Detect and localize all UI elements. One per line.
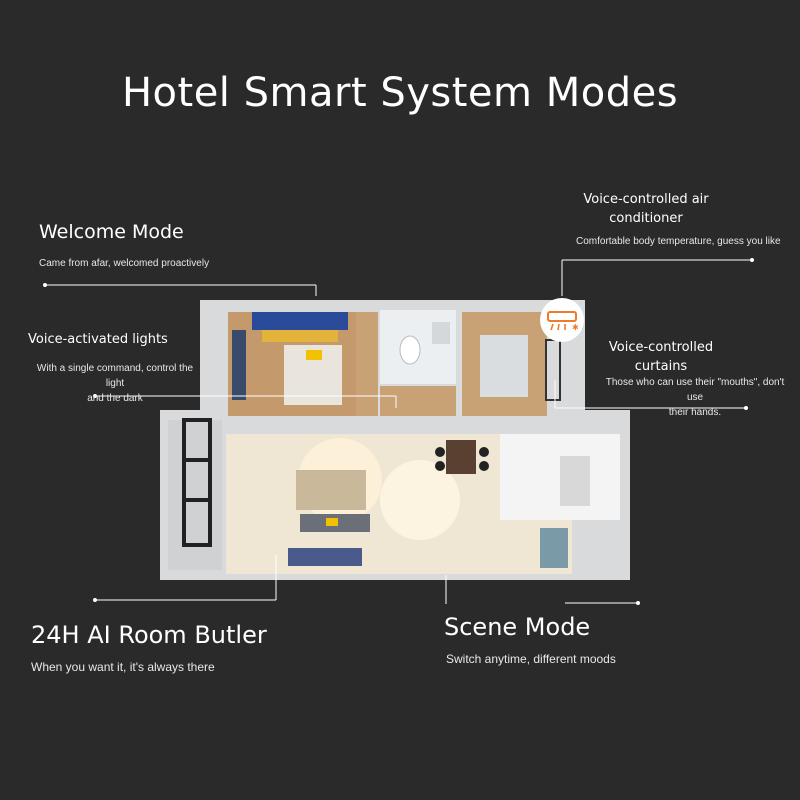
kitchen-window	[540, 528, 568, 568]
leader-lines	[43, 258, 754, 605]
floor-rug	[288, 548, 362, 566]
bedroom-left-artwork	[252, 312, 348, 330]
curtains-desc: Those who can use their "mouths", don't …	[600, 375, 790, 420]
voice-lights-desc-line2: and the dark	[87, 393, 143, 404]
curtains-desc-line2: their hands.	[668, 407, 722, 418]
sofa-cushion	[326, 518, 338, 526]
butler-desc: When you want it, it's always there	[31, 660, 215, 674]
svg-text:✱: ✱	[572, 323, 579, 332]
chair	[435, 447, 445, 457]
bedroom-left-wardrobe	[232, 330, 246, 400]
scene-mode-desc: Switch anytime, different moods	[446, 652, 616, 666]
welcome-mode-desc: Came from afar, welcomed proactively	[39, 258, 210, 269]
balcony-frame	[182, 418, 212, 547]
chair	[435, 461, 445, 471]
welcome-mode-heading: Welcome Mode	[39, 221, 184, 243]
dining-table	[446, 440, 476, 474]
shower	[432, 322, 450, 344]
aircon-heading-line2: conditioner	[609, 211, 683, 226]
page-title: Hotel Smart System Modes	[121, 70, 679, 116]
dining-light-glow	[380, 460, 460, 540]
voice-lights-desc-line1: With a single command, control the light	[36, 363, 194, 389]
curtains-heading-line1: Voice-controlled	[608, 340, 714, 355]
air-conditioner-icon: ✱	[540, 298, 584, 342]
curtains-heading-line2: curtains	[634, 359, 688, 374]
curtains-heading: Voice-controlled curtains	[590, 338, 732, 376]
balcony	[168, 420, 222, 570]
hall-floor	[356, 312, 378, 416]
living-rug	[296, 470, 366, 510]
scene-mode-heading: Scene Mode	[444, 613, 591, 641]
voice-lights-heading: Voice-activated lights	[28, 332, 168, 347]
kitchen-counter	[560, 456, 590, 506]
bedroom-right-bed	[480, 335, 528, 397]
bed-pillow	[306, 350, 322, 360]
aircon-heading-line1: Voice-controlled air	[583, 192, 709, 207]
aircon-heading: Voice-controlled air conditioner	[560, 190, 732, 228]
bathroom-basin	[399, 335, 421, 365]
entry-floor	[380, 386, 456, 416]
butler-heading: 24H AI Room Butler	[31, 621, 267, 649]
chair	[479, 461, 489, 471]
curtains-desc-line1: Those who can use their "mouths", don't …	[605, 377, 785, 403]
chair	[479, 447, 489, 457]
bedroom-left-art-accent	[262, 330, 338, 342]
aircon-desc: Comfortable body temperature, guess you …	[576, 236, 781, 247]
voice-lights-desc: With a single command, control the light…	[30, 361, 200, 406]
